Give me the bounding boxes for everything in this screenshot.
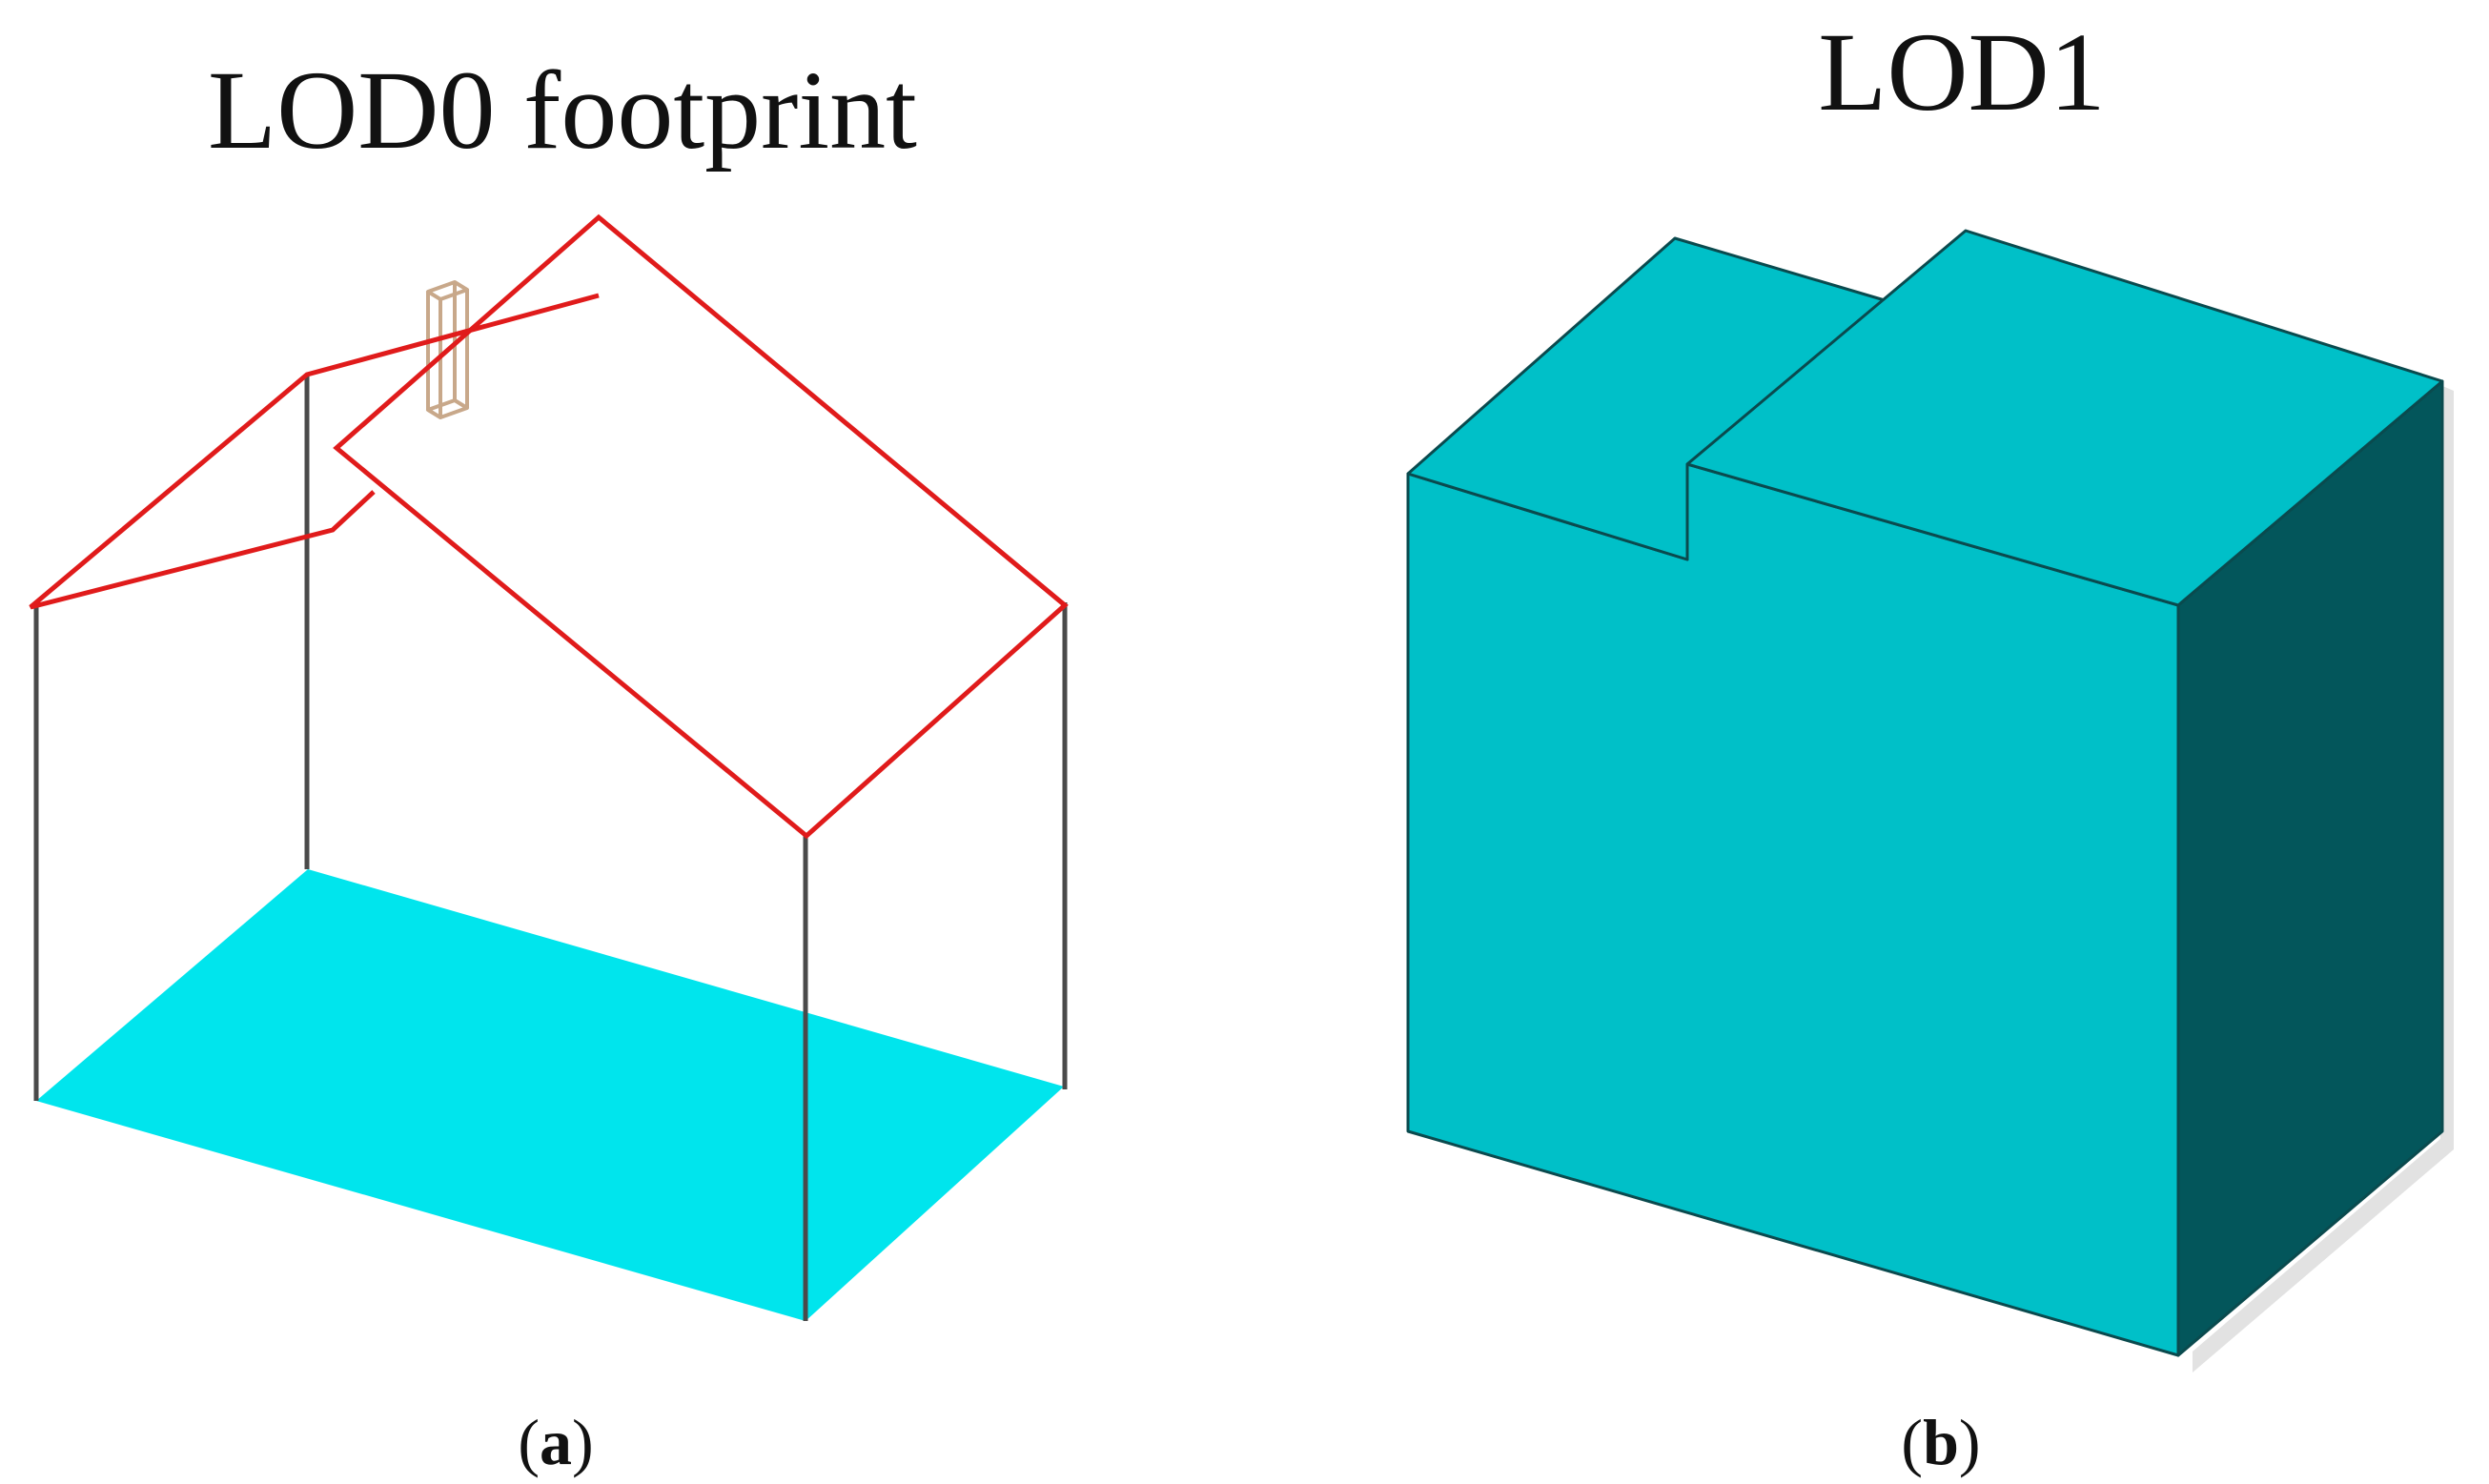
footprint-polygon bbox=[36, 869, 1064, 1321]
panel-b-caption-letter: b bbox=[1923, 1406, 1959, 1478]
panel-a: LOD0 footprint (a) bbox=[29, 48, 1069, 1478]
roof-main bbox=[333, 213, 1069, 840]
panel-a-caption-letter: a bbox=[540, 1406, 572, 1478]
panel-b-title: LOD1 bbox=[1818, 10, 2106, 134]
panel-a-caption-close: ) bbox=[572, 1406, 594, 1478]
panel-b: LOD1 (b) bbox=[1406, 10, 2454, 1478]
block-front-face bbox=[1406, 462, 2180, 1357]
panel-b-caption-close: ) bbox=[1959, 1406, 1981, 1478]
panel-a-caption: (a) bbox=[518, 1406, 593, 1478]
panel-a-title: LOD0 footprint bbox=[208, 48, 917, 173]
panel-b-caption-open: ( bbox=[1901, 1406, 1923, 1478]
block-top-upper bbox=[1685, 229, 2444, 607]
roof-wing bbox=[29, 293, 600, 610]
wall-edges bbox=[33, 375, 1068, 1321]
panel-a-caption-open: ( bbox=[518, 1406, 540, 1478]
panel-b-caption: (b) bbox=[1901, 1406, 1980, 1478]
roof-wireframe bbox=[29, 213, 1069, 840]
